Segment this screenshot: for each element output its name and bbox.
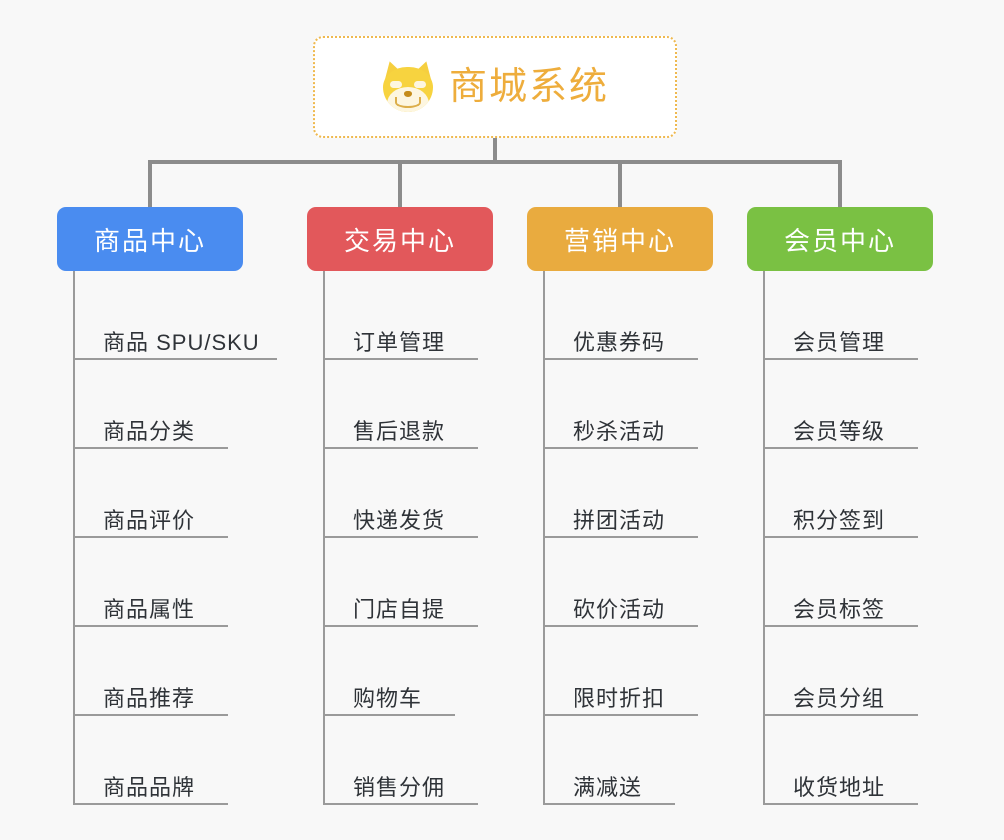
leaf-item-label: 满减送 <box>573 774 643 800</box>
category-label: 会员中心 <box>783 225 896 256</box>
branch-stem <box>543 271 545 805</box>
leaf-item[interactable]: 商品分类 <box>73 360 228 449</box>
branch-drop-connector-3 <box>838 160 842 209</box>
leaf-item[interactable]: 会员标签 <box>763 538 918 627</box>
leaf-item[interactable]: 门店自提 <box>323 538 478 627</box>
branch-drop-connector-2 <box>618 160 622 209</box>
leaf-item[interactable]: 商品评价 <box>73 449 228 538</box>
leaf-item[interactable]: 秒杀活动 <box>543 360 698 449</box>
leaf-item-label: 商品属性 <box>103 596 196 622</box>
root-node-shop-system[interactable]: 商城系统 <box>313 36 677 138</box>
category-box-1[interactable]: 商品中心 <box>57 207 243 271</box>
leaf-item[interactable]: 商品 SPU/SKU <box>73 271 277 360</box>
leaf-item-label: 快递发货 <box>353 507 446 533</box>
leaf-item-label: 优惠券码 <box>573 329 666 355</box>
leaf-item-label: 购物车 <box>353 685 423 711</box>
leaf-item-label: 商品 SPU/SKU <box>103 329 260 355</box>
category-box-3[interactable]: 营销中心 <box>527 207 713 271</box>
shiba-dog-face-icon <box>380 58 436 113</box>
leaf-item[interactable]: 限时折扣 <box>543 627 698 716</box>
leaf-item-label: 拼团活动 <box>573 507 666 533</box>
leaf-item[interactable]: 订单管理 <box>323 271 478 360</box>
root-drop-connector <box>493 138 497 164</box>
leaf-item[interactable]: 满减送 <box>543 716 675 805</box>
leaf-item-label: 砍价活动 <box>573 596 666 622</box>
category-label: 营销中心 <box>563 225 676 256</box>
leaf-item[interactable]: 优惠券码 <box>543 271 698 360</box>
leaf-item[interactable]: 会员管理 <box>763 271 918 360</box>
leaf-item-label: 商品品牌 <box>103 774 196 800</box>
leaf-item-label: 商品推荐 <box>103 685 196 711</box>
branch-stem <box>763 271 765 805</box>
leaf-item[interactable]: 会员分组 <box>763 627 918 716</box>
leaf-item-label: 门店自提 <box>353 596 446 622</box>
horizontal-bus-connector <box>148 160 842 164</box>
category-label: 商品中心 <box>93 225 206 256</box>
branch-stem <box>73 271 75 805</box>
branch-drop-connector-0 <box>148 160 152 209</box>
category-box-2[interactable]: 交易中心 <box>307 207 493 271</box>
page-title: 商城系统 <box>448 66 609 108</box>
leaf-item-label: 秒杀活动 <box>573 418 666 444</box>
leaf-item[interactable]: 砍价活动 <box>543 538 698 627</box>
leaf-item[interactable]: 商品推荐 <box>73 627 228 716</box>
leaf-item-label: 积分签到 <box>793 507 886 533</box>
leaf-item-label: 商品评价 <box>103 507 196 533</box>
leaf-item[interactable]: 拼团活动 <box>543 449 698 538</box>
leaf-item-label: 商品分类 <box>103 418 196 444</box>
branch-stem <box>323 271 325 805</box>
leaf-item-label: 收货地址 <box>793 774 886 800</box>
leaf-item[interactable]: 收货地址 <box>763 716 918 805</box>
leaf-item-label: 会员等级 <box>793 418 886 444</box>
leaf-item-label: 销售分佣 <box>353 774 446 800</box>
leaf-item[interactable]: 积分签到 <box>763 449 918 538</box>
leaf-item[interactable]: 购物车 <box>323 627 455 716</box>
leaf-item-label: 限时折扣 <box>573 685 666 711</box>
leaf-item-label: 会员管理 <box>793 329 886 355</box>
leaf-item[interactable]: 会员等级 <box>763 360 918 449</box>
leaf-item[interactable]: 商品品牌 <box>73 716 228 805</box>
leaf-item[interactable]: 快递发货 <box>323 449 478 538</box>
leaf-item[interactable]: 销售分佣 <box>323 716 478 805</box>
leaf-item[interactable]: 商品属性 <box>73 538 228 627</box>
category-box-4[interactable]: 会员中心 <box>747 207 933 271</box>
leaf-item-label: 订单管理 <box>353 329 446 355</box>
leaf-item-label: 会员标签 <box>793 596 886 622</box>
leaf-item-label: 会员分组 <box>793 685 886 711</box>
category-label: 交易中心 <box>343 225 456 256</box>
leaf-item[interactable]: 售后退款 <box>323 360 478 449</box>
branch-drop-connector-1 <box>398 160 402 209</box>
leaf-item-label: 售后退款 <box>353 418 446 444</box>
